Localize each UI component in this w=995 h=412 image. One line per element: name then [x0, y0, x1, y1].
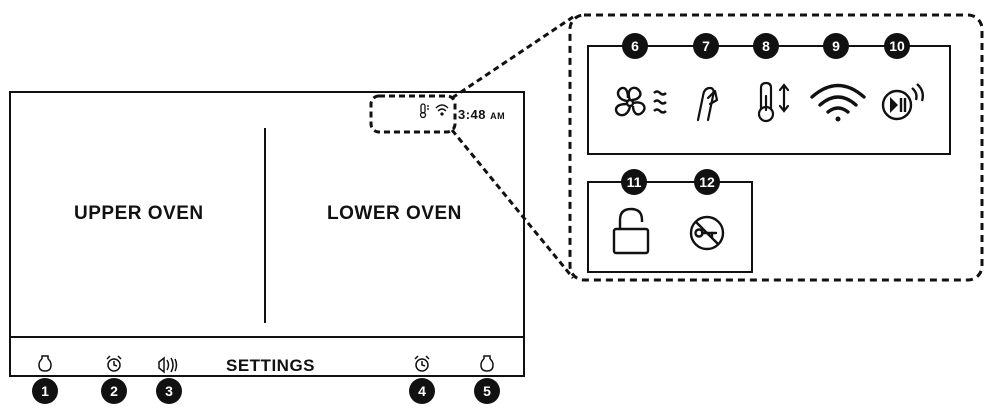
display-frame — [9, 91, 525, 377]
clock-display: 3:48 AM — [458, 107, 505, 122]
control-lock-icon — [612, 207, 650, 255]
settings-label[interactable]: SETTINGS — [226, 356, 316, 375]
clock-ampm: AM — [490, 111, 506, 121]
callout-12: 12 — [694, 169, 720, 195]
light-bulb-icon — [480, 355, 494, 372]
alarm-clock-icon — [414, 355, 430, 372]
callout-9: 9 — [823, 33, 849, 59]
callout-7: 7 — [693, 33, 719, 59]
callout-6: 6 — [622, 33, 648, 59]
callout-5: 5 — [474, 378, 500, 404]
status-highlight — [369, 94, 457, 134]
alarm-clock-icon — [106, 355, 122, 372]
temperature-icon — [757, 81, 790, 123]
small-temperature-icon — [419, 103, 429, 119]
light-bulb-icon — [38, 355, 52, 372]
zoom-connector-top — [451, 15, 574, 100]
clock-time: 3:48 — [458, 107, 487, 122]
zoom-box — [568, 13, 984, 282]
convection-fan-icon — [614, 86, 667, 117]
upper-oven-label[interactable]: UPPER OVEN — [74, 203, 204, 224]
door-lock-icon — [689, 215, 725, 251]
callout-2: 2 — [101, 378, 127, 404]
zoom-lock-panel — [587, 181, 753, 273]
zoom-status-panel — [587, 45, 951, 155]
small-wifi-icon — [435, 104, 449, 116]
callout-11: 11 — [621, 169, 647, 195]
callout-1: 1 — [32, 378, 58, 404]
callout-4: 4 — [409, 378, 435, 404]
speaker-icon — [158, 356, 178, 374]
callout-8: 8 — [753, 33, 779, 59]
meat-probe-icon — [696, 86, 719, 122]
lower-oven-label[interactable]: LOWER OVEN — [327, 203, 462, 224]
wifi-icon — [810, 83, 866, 122]
callout-3: 3 — [156, 378, 182, 404]
zoom-connector-bottom — [450, 129, 575, 279]
remote-start-icon — [881, 83, 925, 121]
callout-10: 10 — [884, 33, 910, 59]
